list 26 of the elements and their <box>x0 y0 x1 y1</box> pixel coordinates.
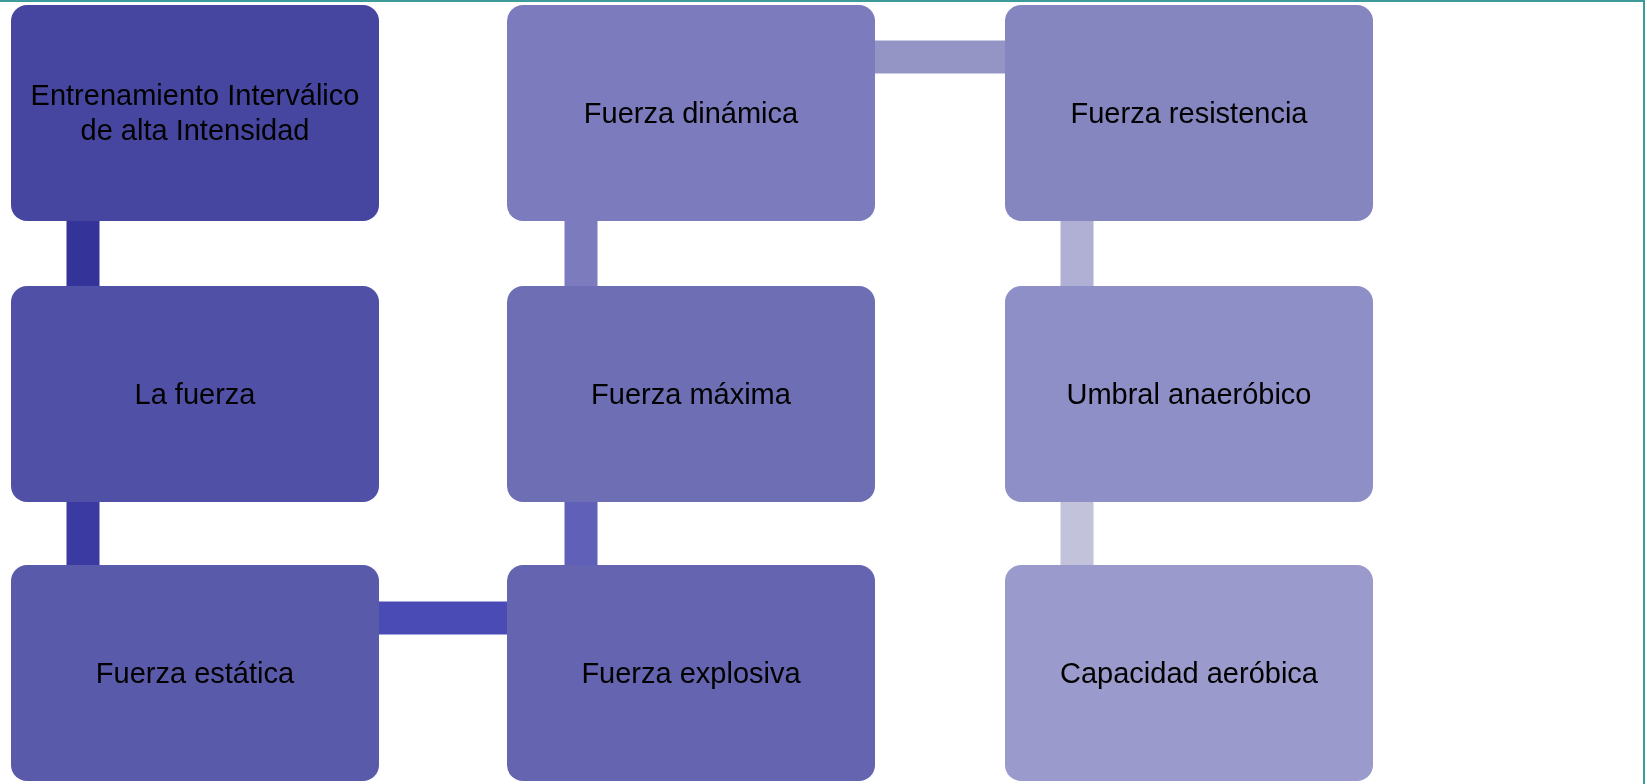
connector-bar <box>66 502 100 565</box>
box-label: Fuerza estática <box>95 655 295 691</box>
process-box <box>1005 565 1373 781</box>
process-box <box>507 5 875 221</box>
connector-bar <box>1060 221 1094 286</box>
box-label: Fuerza dinámica <box>583 95 799 131</box>
box-label: Fuerza resistencia <box>1070 95 1308 131</box>
connector-bar <box>66 221 100 286</box>
box-label: Umbral anaeróbico <box>1066 376 1312 412</box>
connector-bar <box>875 40 1005 74</box>
box-label: Capacidad aeróbica <box>1060 655 1318 691</box>
connector-bar <box>379 601 507 635</box>
process-box <box>11 565 379 781</box>
process-box <box>507 286 875 502</box>
process-box <box>11 286 379 502</box>
connector-bar <box>564 221 598 286</box>
process-box <box>1005 286 1373 502</box>
process-box <box>1005 5 1373 221</box>
box-label: La fuerza <box>134 376 256 412</box>
box-label: Fuerza explosiva <box>581 655 801 691</box>
box-label: Fuerza máxima <box>591 376 791 412</box>
process-box <box>11 5 379 221</box>
box-label: Entrenamiento Interválico de alta Intensidad <box>29 78 361 148</box>
connector-bar <box>564 502 598 565</box>
connector-bar <box>1060 502 1094 565</box>
process-box <box>507 565 875 781</box>
